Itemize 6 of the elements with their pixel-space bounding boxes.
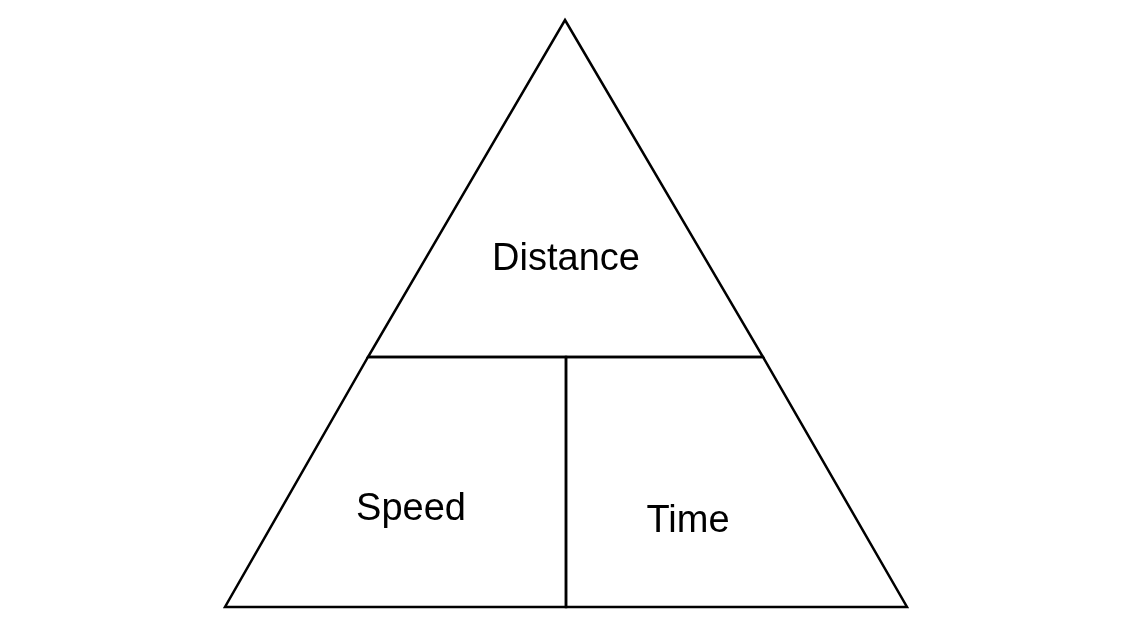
trapezoid-section — [566, 357, 907, 607]
section-label: Distance — [492, 238, 640, 276]
section-label: Time — [646, 500, 730, 538]
trapezoid-section — [225, 357, 566, 607]
triangle-section — [368, 20, 763, 357]
section-label: Speed — [356, 488, 466, 526]
